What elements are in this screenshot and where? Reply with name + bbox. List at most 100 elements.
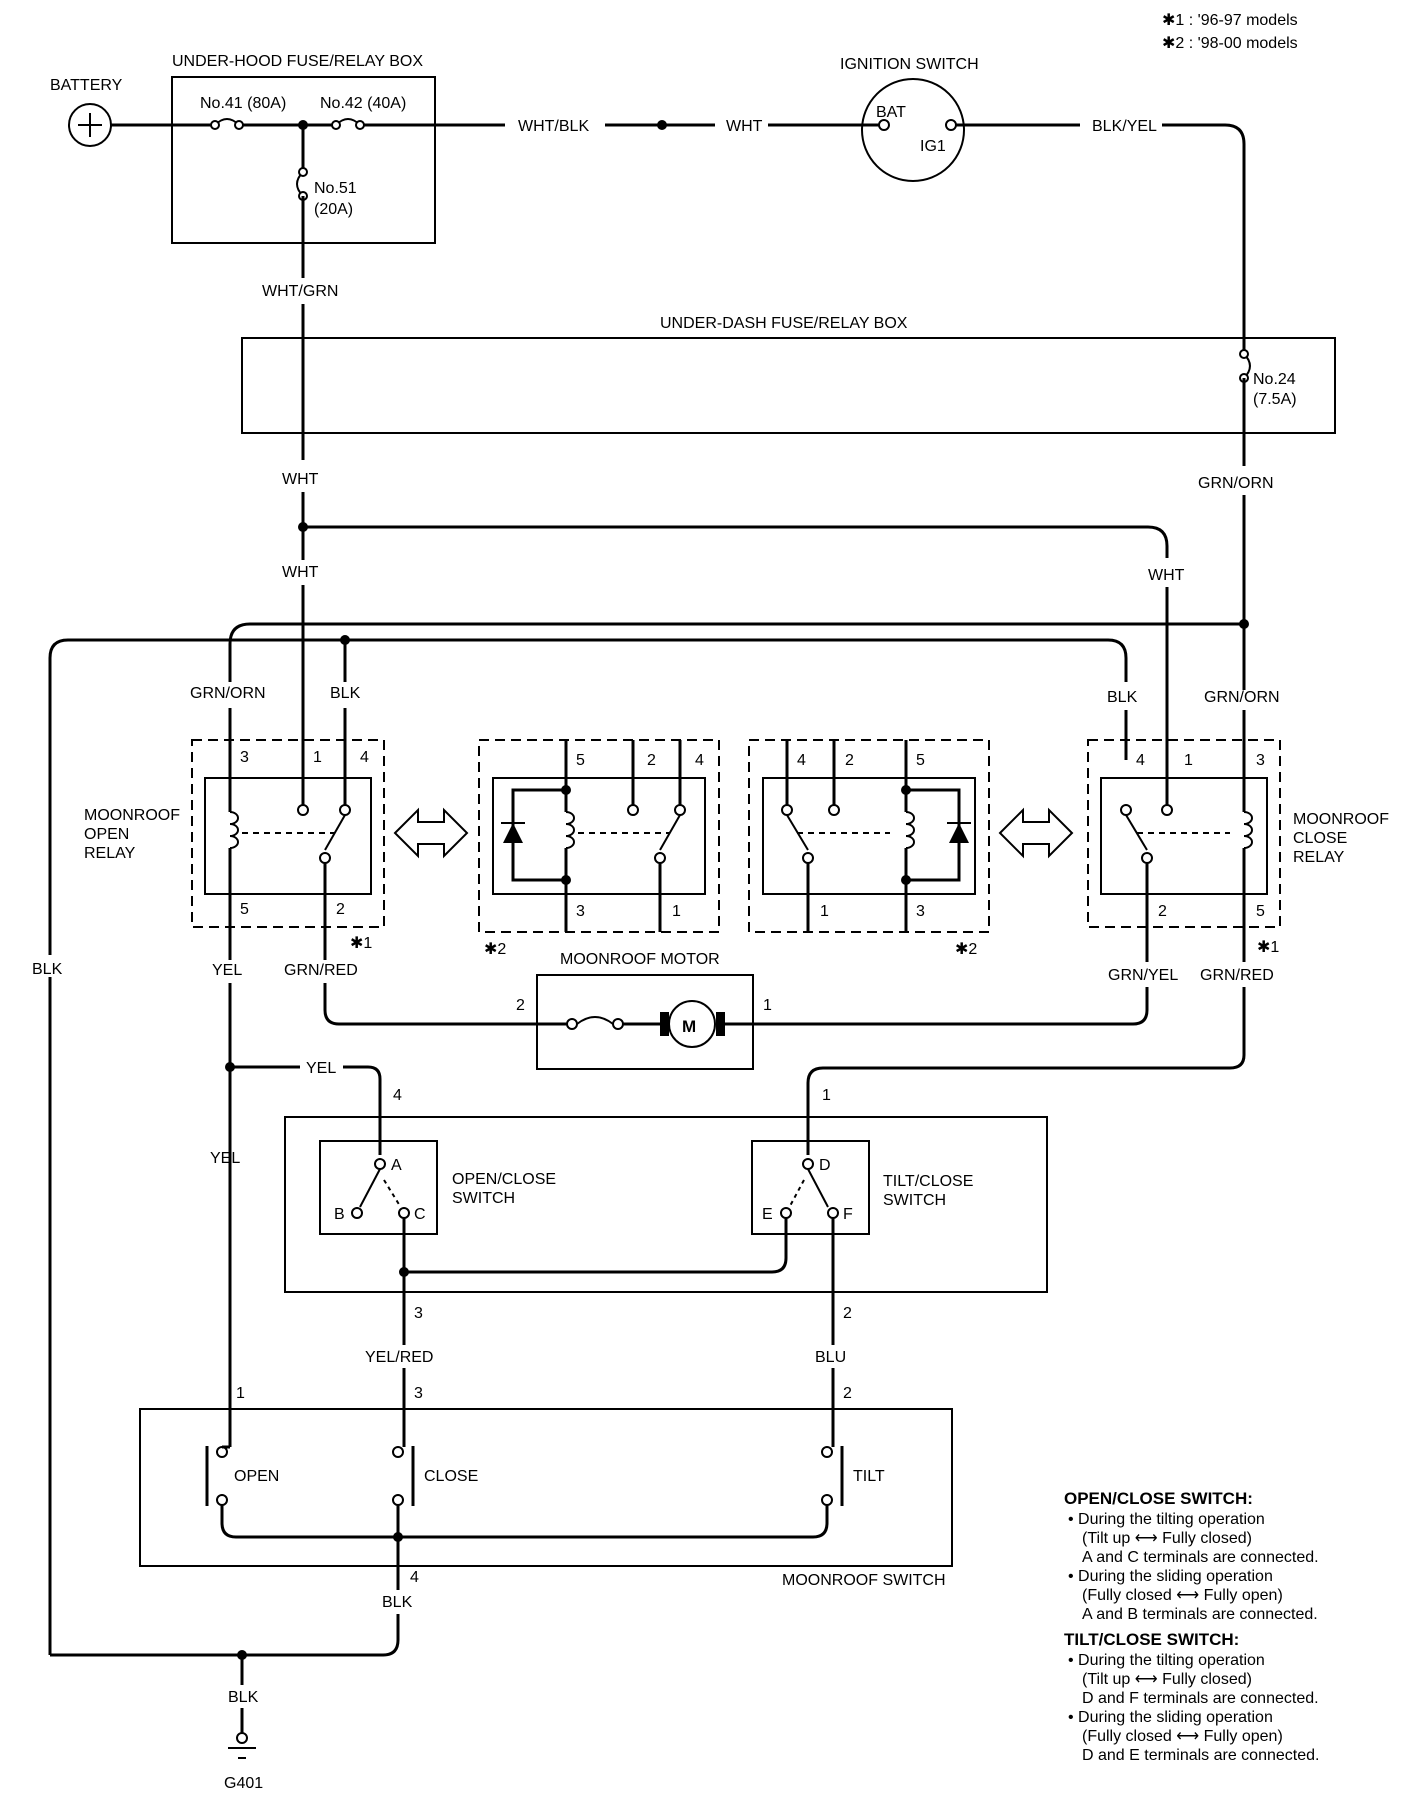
wire-yel-3: YEL (210, 1150, 240, 1167)
motor-pin-1: 1 (763, 997, 772, 1014)
ground-label: G401 (224, 1775, 263, 1792)
close-relay-pin-3: 3 (1256, 752, 1265, 769)
oc-terminal-c: C (414, 1206, 426, 1223)
alt-relay-left-pin-1: 1 (672, 903, 681, 920)
wire-blk-left: BLK (32, 961, 63, 978)
swap-arrow-left (393, 807, 469, 859)
notes-oc-6: A and B terminals are connected. (1082, 1606, 1318, 1623)
notes-oc-1: • During the tilting operation (1068, 1511, 1265, 1528)
open-relay-label-2: OPEN (84, 826, 129, 843)
motor-title: MOONROOF MOTOR (560, 951, 720, 968)
close-relay-coil (1242, 760, 1253, 962)
wire-grn-yel: GRN/YEL (1108, 967, 1178, 984)
wire-grn-orn-3: GRN/ORN (1204, 689, 1280, 706)
tilt-close-switch-box (751, 1140, 870, 1235)
wire-wht-3: WHT (1148, 567, 1185, 584)
legend-model-2: ✱2 : '98-00 models (1162, 35, 1298, 52)
close-relay-mark: ✱1 (1257, 939, 1279, 956)
fuse-51-rating: (20A) (314, 201, 353, 218)
wire-wht-blk: WHT/BLK (518, 118, 589, 135)
notes-tc-3: D and F terminals are connected. (1082, 1690, 1319, 1707)
wire-blk-2: BLK (1107, 689, 1138, 706)
legend-model-1: ✱1 : '96-97 models (1162, 12, 1298, 29)
moonroof-switch-box (139, 1408, 953, 1567)
tilt-close-switch-label-2: SWITCH (883, 1192, 946, 1209)
notes-tc-6: D and E terminals are connected. (1082, 1747, 1319, 1764)
ignition-switch (861, 78, 965, 182)
wire-yel-red: YEL/RED (365, 1349, 433, 1366)
close-relay-contacts (1120, 804, 1230, 962)
oc-terminal-b: B (334, 1206, 345, 1223)
moonroof-switch-pin-3: 3 (414, 1385, 423, 1402)
open-relay-pin-3: 3 (240, 749, 249, 766)
wire-grn-red-2: GRN/RED (1200, 967, 1274, 984)
alt-relay-left-coil (501, 740, 575, 932)
close-pushbutton: CLOSE (392, 1446, 478, 1506)
alt-relay-left-contacts (578, 740, 686, 932)
alt-relay-right-coil (901, 740, 971, 932)
wire-blk-1: BLK (330, 685, 361, 702)
switch-unit-pin-3: 3 (414, 1305, 423, 1322)
underhood-title: UNDER-HOOD FUSE/RELAY BOX (172, 53, 423, 70)
switch-notes: OPEN/CLOSE SWITCH: • During the tilting … (1064, 1489, 1319, 1764)
open-pushbutton-label: OPEN (234, 1468, 279, 1485)
wire-wht-grn: WHT/GRN (262, 283, 338, 300)
wire-wht-2: WHT (282, 564, 319, 581)
notes-oc-4: • During the sliding operation (1068, 1568, 1273, 1585)
open-relay-mark: ✱1 (350, 935, 372, 952)
wire-grn-orn-2: GRN/ORN (190, 685, 266, 702)
alt-relay-right-pin-4: 4 (797, 752, 806, 769)
swap-arrow-right (998, 807, 1074, 859)
open-relay-box (204, 777, 372, 895)
alt-relay-left-pin-5: 5 (576, 752, 585, 769)
tc-terminal-d: D (819, 1157, 831, 1174)
fuse-24-rating: (7.5A) (1253, 391, 1297, 408)
motor-symbol: M (682, 1017, 696, 1036)
alt-relay-right-contacts (781, 740, 890, 932)
moonroof-motor-box (536, 974, 754, 1070)
ignition-switch-title: IGNITION SWITCH (840, 56, 979, 73)
close-relay-pin-1: 1 (1184, 752, 1193, 769)
alt-relay-right-box (762, 777, 976, 895)
open-relay-label-3: RELAY (84, 845, 136, 862)
notes-tc-title: TILT/CLOSE SWITCH: (1064, 1630, 1239, 1649)
close-pushbutton-label: CLOSE (424, 1468, 478, 1485)
open-close-switch: A B C (334, 1157, 426, 1272)
switch-unit-pin-2: 2 (843, 1305, 852, 1322)
open-relay-pin-5: 5 (240, 901, 249, 918)
alt-relay-right-pin-5: 5 (916, 752, 925, 769)
alt-relay-left-box (492, 777, 706, 895)
switch-unit-pin-1: 1 (822, 1087, 831, 1104)
alt-relay-left-pin-4: 4 (695, 752, 704, 769)
tc-terminal-e: E (762, 1206, 773, 1223)
wire-blu: BLU (815, 1349, 846, 1366)
close-relay-label-1: MOONROOF (1293, 811, 1389, 828)
close-relay-box (1100, 777, 1268, 895)
moonroof-switch-pin-1: 1 (236, 1385, 245, 1402)
wire-wht-1: WHT (282, 471, 319, 488)
open-relay-label-1: MOONROOF (84, 807, 180, 824)
tilt-pushbutton: TILT (821, 1446, 885, 1506)
alt-relay-right-mark: ✱2 (955, 941, 977, 958)
notes-tc-5: (Fully closed ⟷ Fully open) (1082, 1728, 1283, 1745)
tilt-pushbutton-label: TILT (853, 1468, 885, 1485)
open-close-switch-box (319, 1140, 438, 1235)
alt-relay-left-pin-3: 3 (576, 903, 585, 920)
wire-grn-orn-1: GRN/ORN (1198, 475, 1274, 492)
tc-terminal-f: F (843, 1206, 853, 1223)
close-relay-label-2: CLOSE (1293, 830, 1347, 847)
wire-blk-4: BLK (228, 1689, 259, 1706)
oc-terminal-a: A (391, 1157, 402, 1174)
switch-unit-pin-4: 4 (393, 1087, 402, 1104)
battery-label: BATTERY (50, 77, 123, 94)
close-relay-label-3: RELAY (1293, 849, 1345, 866)
open-relay-coil (228, 760, 239, 940)
motor-breaker-symbol (576, 1016, 614, 1025)
ignition-bat-terminal: BAT (876, 104, 906, 121)
fuse-51-label: No.51 (314, 180, 357, 197)
close-relay-outline (1087, 739, 1281, 928)
motor-pin-2: 2 (516, 997, 525, 1014)
close-relay-pin-4: 4 (1136, 752, 1145, 769)
wire-blk-3: BLK (382, 1594, 413, 1611)
